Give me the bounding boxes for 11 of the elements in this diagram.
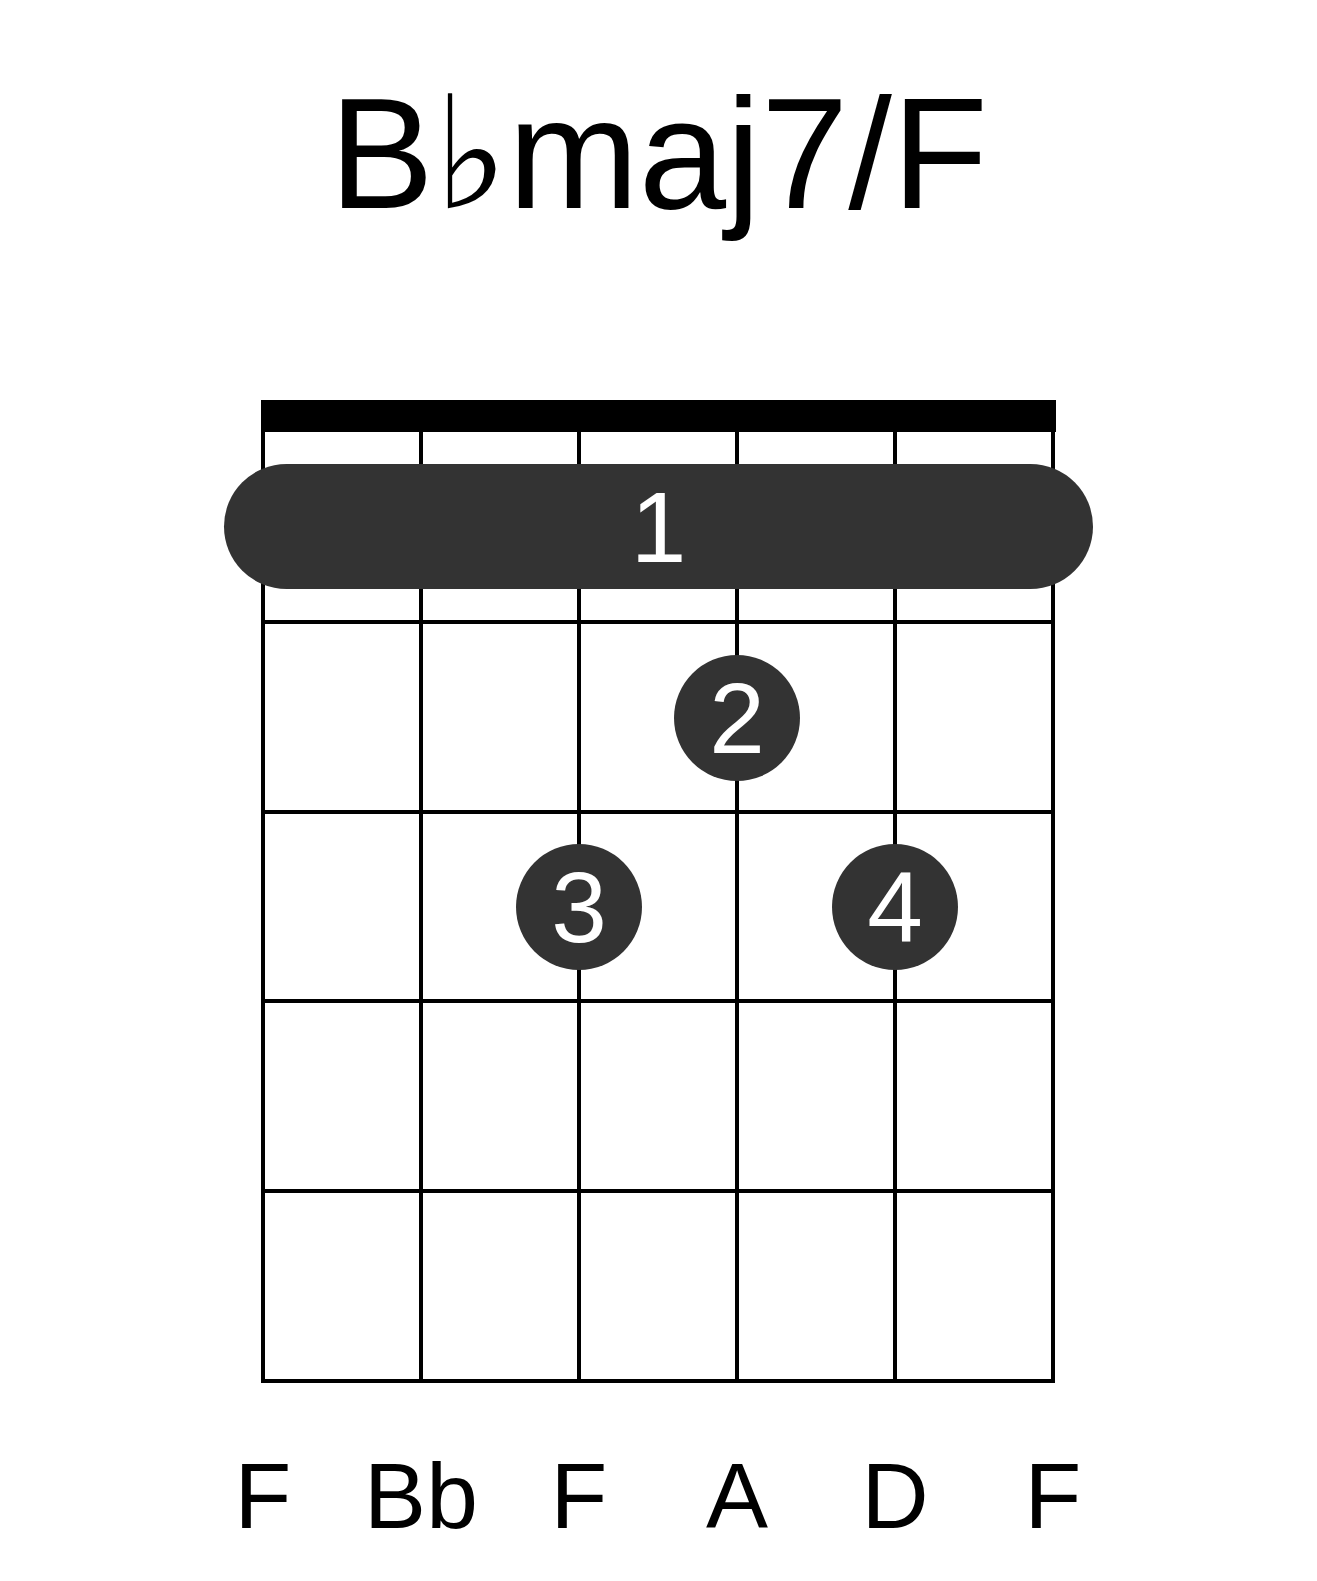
string-note-label: D (861, 1450, 929, 1543)
finger-number: 3 (551, 857, 607, 957)
string-note-label: F (234, 1450, 292, 1543)
string-note-label: F (1024, 1450, 1082, 1543)
finger-number: 2 (709, 668, 765, 768)
finger-number: 4 (867, 857, 923, 957)
string-note-label: A (706, 1450, 768, 1543)
string-note-label: Bb (364, 1450, 478, 1543)
chord-title: B♭maj7/F (328, 65, 989, 243)
string-note-label: F (550, 1450, 608, 1543)
finger-number: 1 (630, 476, 687, 577)
